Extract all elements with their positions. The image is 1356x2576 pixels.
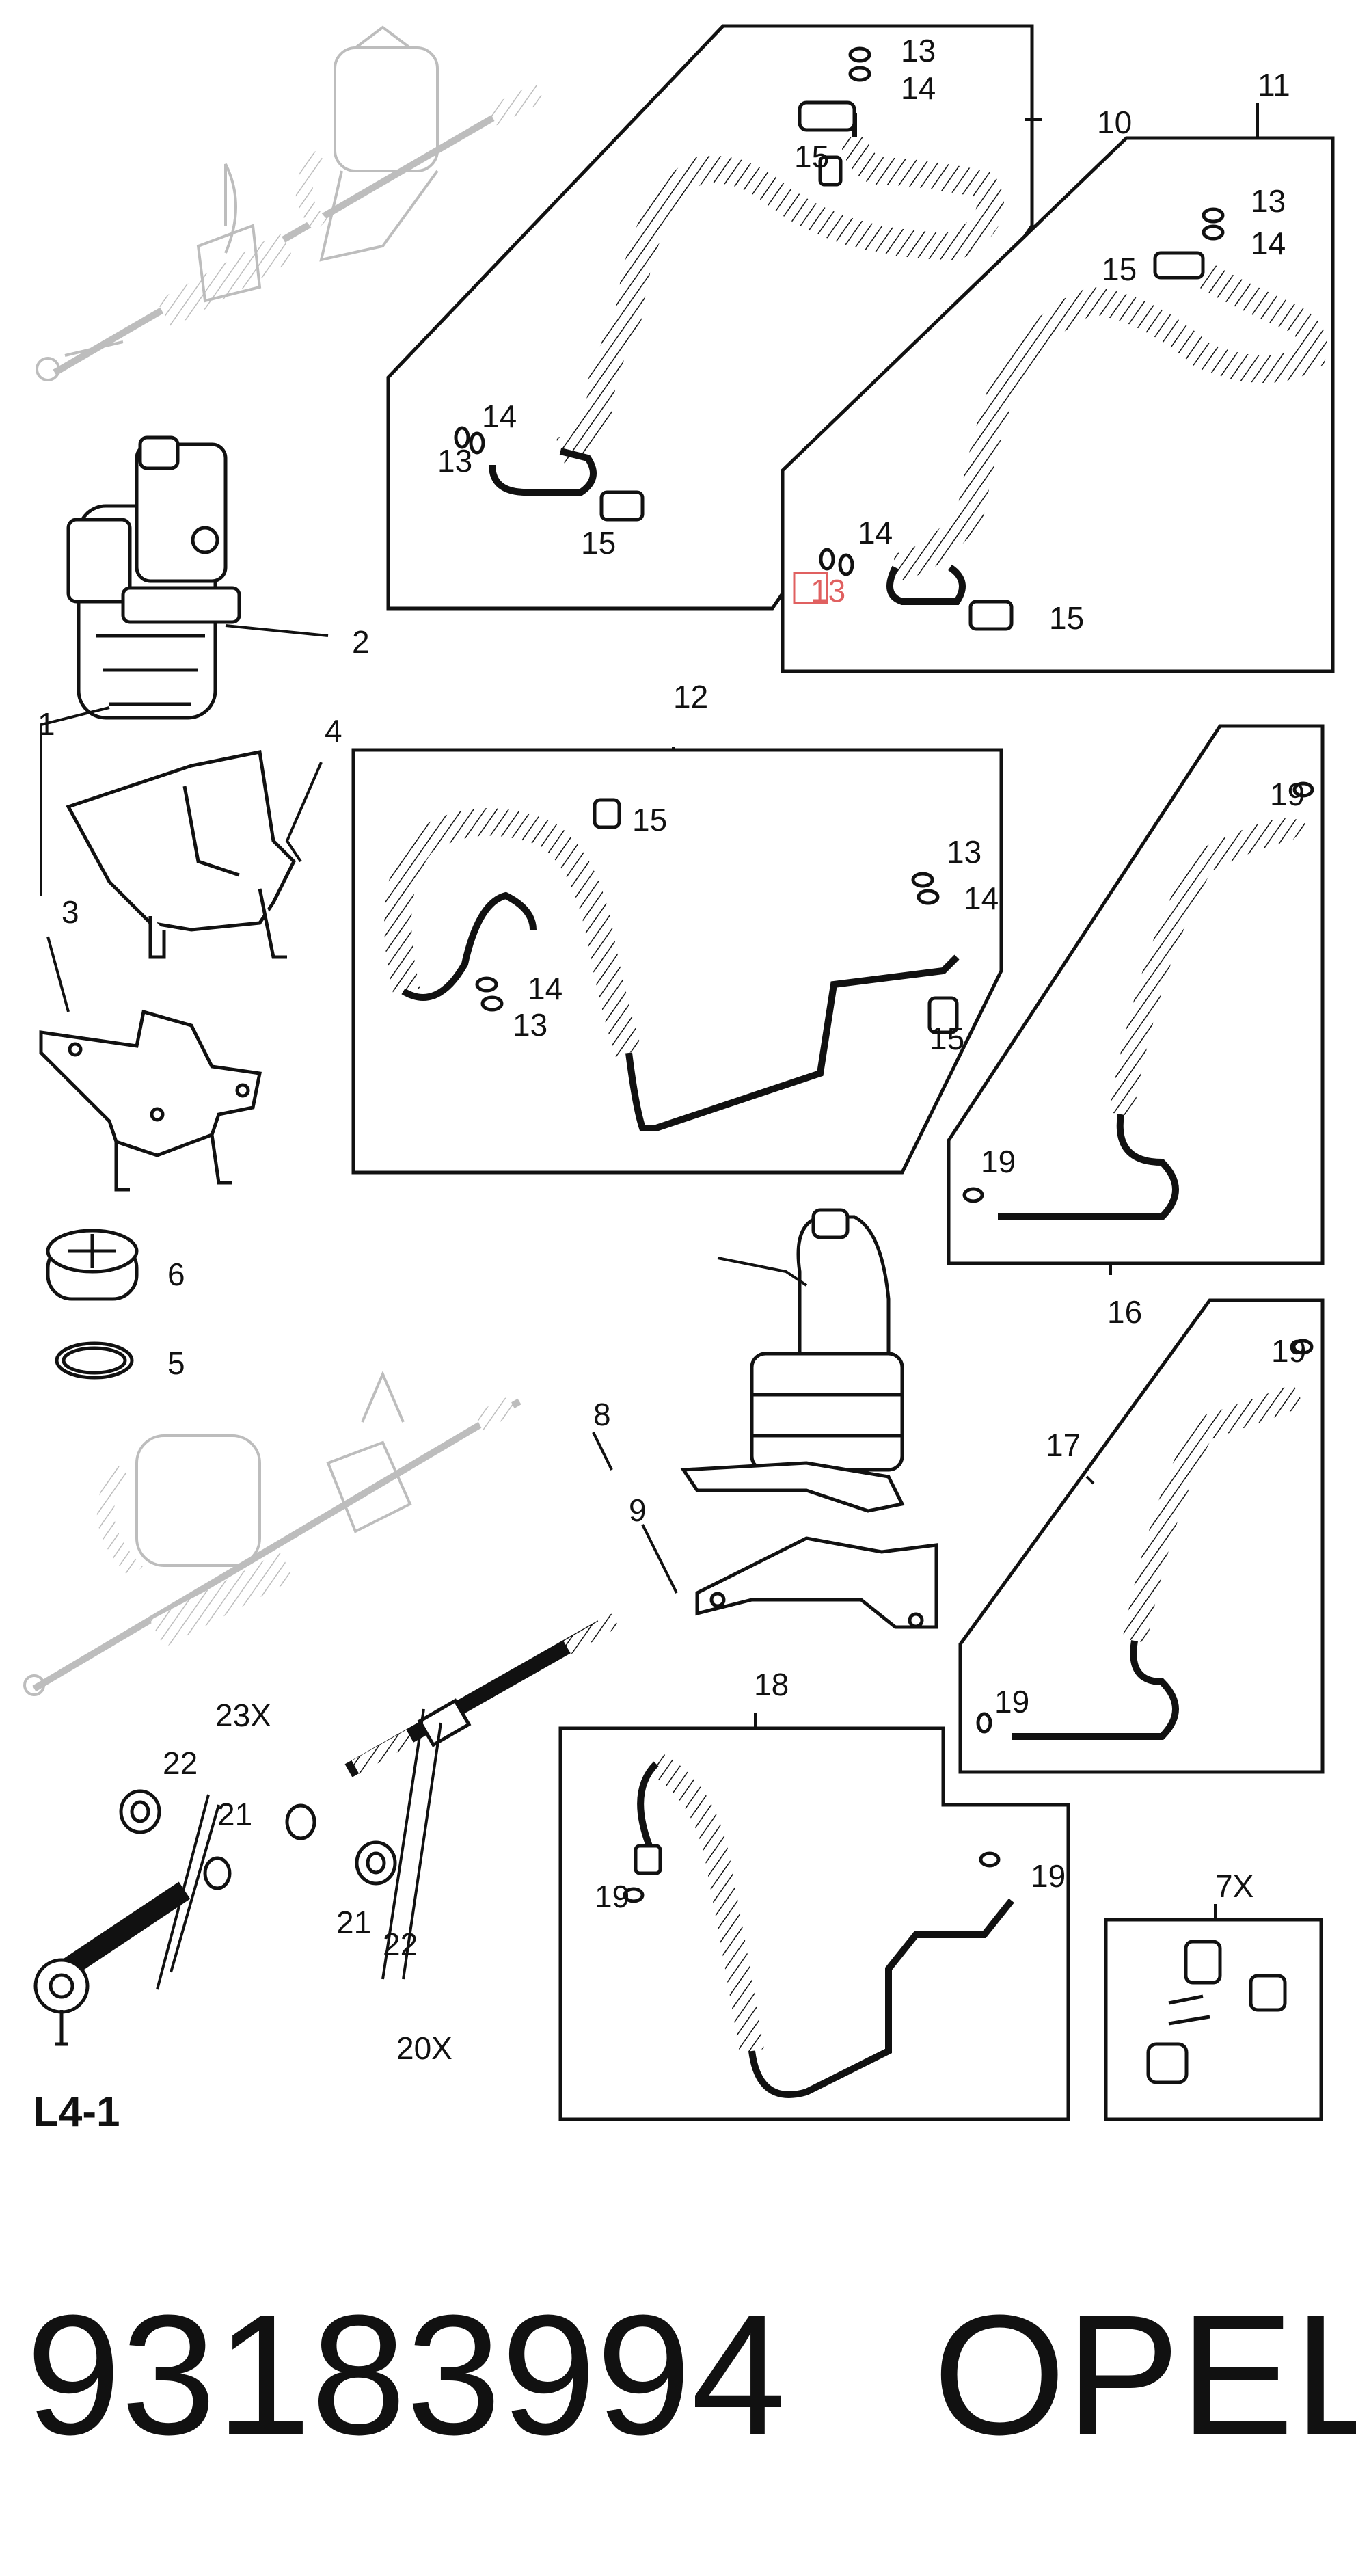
bushing-set-7x xyxy=(1104,1918,1323,2121)
callout-label-15: 15 xyxy=(1049,600,1084,636)
callout-label-14: 14 xyxy=(1251,226,1286,261)
mounting-bracket xyxy=(39,1009,262,1192)
callout-label-15: 15 xyxy=(581,525,616,561)
hose-group-12 xyxy=(351,748,1003,1175)
callout-label-7x: 7X xyxy=(1215,1868,1253,1904)
callout-label-21: 21 xyxy=(336,1905,371,1940)
callout-label-12: 12 xyxy=(673,679,708,714)
callout-label-21: 21 xyxy=(217,1797,252,1832)
callout-label-20x: 20X xyxy=(396,2030,452,2066)
callout-label-13: 13 xyxy=(513,1007,547,1043)
electro-hydraulic-pump xyxy=(66,435,241,720)
callout-label-14: 14 xyxy=(964,881,999,916)
steering-rack-reference-top xyxy=(36,25,545,381)
brand-name: OPEL xyxy=(933,2279,1356,2470)
callout-label-1: 1 xyxy=(38,706,55,742)
callout-label-13: 13 xyxy=(901,33,936,68)
callout-label-6: 6 xyxy=(167,1257,185,1292)
callout-label-19: 19 xyxy=(1031,1858,1066,1894)
callout-label-19: 19 xyxy=(981,1144,1016,1179)
leader-lines xyxy=(40,103,1259,1990)
callout-label-3: 3 xyxy=(62,894,79,930)
hose-group-17 xyxy=(958,1298,1325,1774)
callout-label-14: 14 xyxy=(482,399,517,434)
callout-label-22: 22 xyxy=(163,1745,198,1781)
callout-label-14: 14 xyxy=(901,70,936,106)
callout-label-15: 15 xyxy=(632,802,667,837)
callout-label-11: 11 xyxy=(1258,67,1290,103)
callout-label-15: 15 xyxy=(930,1021,964,1056)
callout-label-5: 5 xyxy=(167,1345,185,1381)
highlight-callout-box xyxy=(793,572,828,604)
callout-label-13: 13 xyxy=(437,443,472,479)
callout-label-15: 15 xyxy=(1102,252,1137,287)
sheet-code: L4-1 xyxy=(33,2089,120,2136)
heat-shield-bracket xyxy=(66,750,297,959)
callout-label-15: 15 xyxy=(794,139,829,174)
hose-group-18 xyxy=(558,1726,1070,2121)
callout-label-9: 9 xyxy=(629,1492,647,1528)
electro-hydraulic-pump-variant xyxy=(680,1208,938,1629)
callout-label-23x: 23X xyxy=(215,1698,271,1733)
steering-rack-reference-middle xyxy=(23,1370,521,1696)
callout-label-14: 14 xyxy=(528,971,562,1006)
tie-rod-assembly xyxy=(33,1613,619,2046)
callout-label-8: 8 xyxy=(593,1397,611,1432)
callout-label-4: 4 xyxy=(325,713,342,749)
callout-label-2: 2 xyxy=(352,624,370,660)
cap-seal-ring xyxy=(55,1341,134,1380)
callout-label-19: 19 xyxy=(1271,1333,1306,1369)
callout-label-10: 10 xyxy=(1097,105,1132,140)
callout-labels: 1234567X89101112131415141315131415141315… xyxy=(38,33,1306,2066)
callout-label-19: 19 xyxy=(1270,777,1305,812)
callout-label-17: 17 xyxy=(1046,1427,1081,1463)
hose-group-11 xyxy=(781,136,1335,673)
hose-group-16 xyxy=(947,724,1325,1265)
reservoir-cap xyxy=(46,1229,139,1301)
callout-label-16: 16 xyxy=(1107,1294,1142,1330)
callout-label-13: 13 xyxy=(947,834,981,870)
callout-label-19: 19 xyxy=(595,1879,629,1914)
part-number: 93183994 xyxy=(26,2279,786,2470)
callout-label-13: 13 xyxy=(1251,183,1286,219)
callout-label-22: 22 xyxy=(383,1927,418,1962)
callout-label-14: 14 xyxy=(858,515,893,550)
callout-label-19: 19 xyxy=(994,1684,1029,1719)
callout-label-18: 18 xyxy=(754,1667,789,1702)
